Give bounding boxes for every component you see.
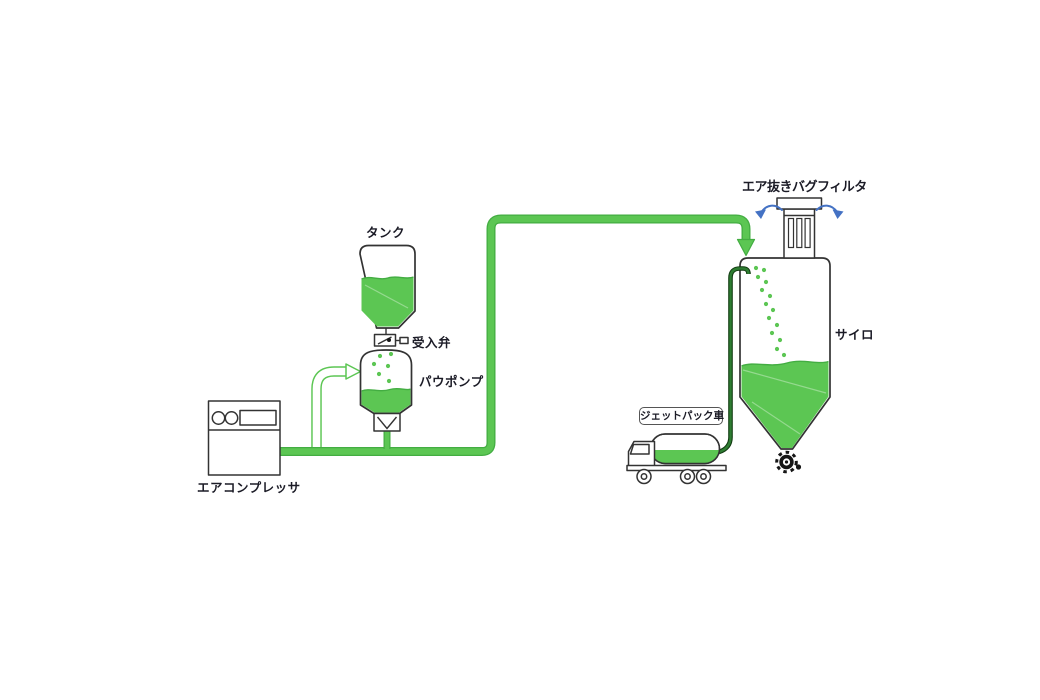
jet-pack-truck-shape <box>626 433 727 485</box>
air-compressor-label: エアコンプレッサ <box>197 481 301 495</box>
falling-powder-dots <box>753 265 787 358</box>
silo-shape <box>739 257 831 450</box>
falling-powder-dots <box>371 351 394 384</box>
rotary-valve-icon <box>775 450 802 474</box>
tank-shape <box>359 244 416 329</box>
conveying-pipe <box>280 214 756 456</box>
truck-wheels <box>636 468 712 485</box>
truck-hose <box>718 266 751 455</box>
bag-filter-label: エア抜きバグフィルタ <box>742 179 867 194</box>
inlet-valve-icon <box>373 328 409 347</box>
vent-air-arrows-icon <box>755 204 844 219</box>
tank-label: タンク <box>366 226 406 240</box>
pow-pump-shape <box>359 349 413 432</box>
pipe-arrowhead-icon <box>736 238 756 257</box>
truck-window <box>629 443 650 455</box>
truck-chassis <box>626 464 727 472</box>
air-flow-arrow <box>311 363 362 453</box>
inlet-valve-label: 受入弁 <box>412 336 452 350</box>
truck-tank <box>649 433 721 465</box>
pow-pump-label: パウポンプ <box>419 375 484 389</box>
bag-filter-shape <box>776 197 823 259</box>
jet-pack-truck-label: ジェットパック車 <box>639 407 724 425</box>
silo-label: サイロ <box>835 328 875 342</box>
air-compressor-shape <box>207 400 281 476</box>
